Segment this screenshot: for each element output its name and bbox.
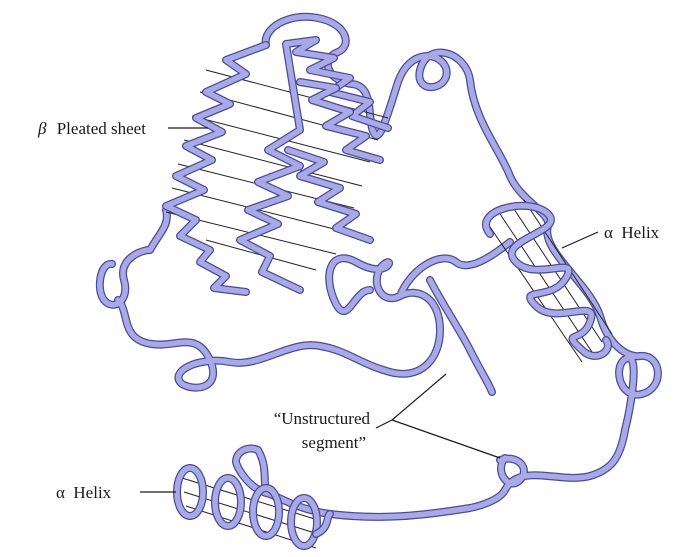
- unstructured-segment-label-line1: “Unstructured: [274, 409, 371, 428]
- protein-backbone-ribbon: [100, 17, 658, 517]
- alpha-helix-right: [486, 200, 612, 362]
- unstructured-segment-leader-lines: [392, 374, 500, 458]
- alpha-helix-right-label: α Helix: [604, 223, 660, 242]
- beta-sheet-label: β Pleated sheet: [37, 119, 146, 138]
- unstructured-segment-label-line2: segment”: [302, 433, 366, 452]
- alpha-helix-right-leader-line: [562, 232, 598, 248]
- beta-symbol: β: [37, 119, 47, 138]
- alpha-helix-left-label: α Helix: [56, 483, 112, 502]
- unstructured-leader-to-label: [376, 420, 392, 428]
- beta-pleated-sheet: [166, 40, 388, 292]
- beta-sheet-text: Pleated sheet: [57, 119, 146, 138]
